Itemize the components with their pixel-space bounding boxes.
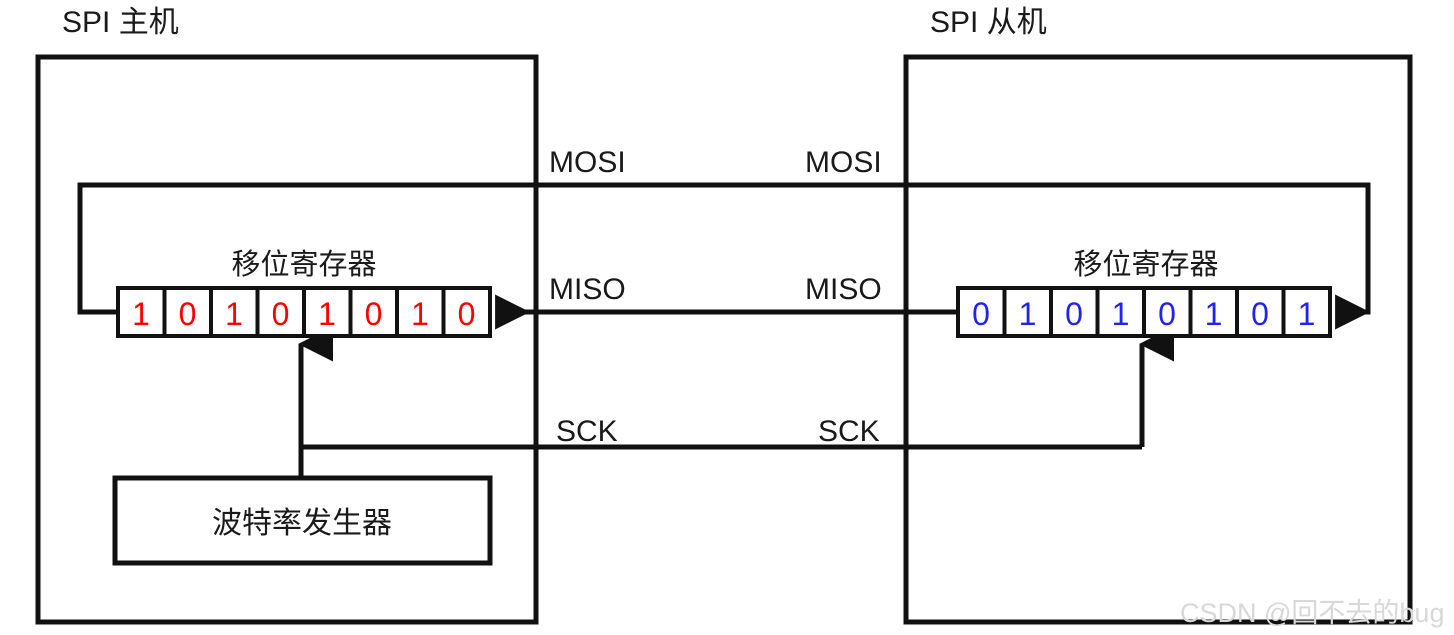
sck-label-left: SCK (556, 415, 618, 448)
miso-label-left: MISO (549, 273, 626, 306)
register-bit: 0 (272, 296, 290, 332)
slave-chip-outline (903, 54, 1413, 625)
slave-title: SPI 从机 (930, 6, 1047, 39)
register-bit: 1 (1298, 296, 1316, 332)
slave-mosi-loop (908, 182, 1371, 330)
miso-label-right: MISO (805, 273, 882, 306)
register-bit: 0 (1158, 296, 1176, 332)
register-cell (956, 286, 1007, 338)
register-bit: 1 (1205, 296, 1223, 332)
baud-generator-label: 波特率发生器 (212, 507, 392, 540)
master-title: SPI 主机 (62, 6, 179, 39)
mosi-wire (77, 182, 908, 315)
register-cell (162, 286, 213, 338)
register-bit: 0 (1065, 296, 1083, 332)
sck-label-right: SCK (818, 415, 880, 448)
register-bit: 1 (1112, 296, 1130, 332)
slave-shift-register: 0 1 0 1 0 1 0 1 (956, 286, 1332, 338)
register-cell (441, 286, 492, 338)
register-cell (1095, 286, 1146, 338)
register-bit: 1 (1019, 296, 1037, 332)
slave-register-title: 移位寄存器 (1073, 248, 1218, 281)
register-bit: 1 (318, 296, 336, 332)
register-bit: 0 (365, 296, 383, 332)
mosi-label-left: MOSI (549, 146, 626, 179)
register-bit: 1 (132, 296, 150, 332)
master-register-title: 移位寄存器 (231, 248, 376, 281)
mosi-label-right: MOSI (805, 146, 882, 179)
register-cell (1142, 286, 1193, 338)
register-bit: 0 (458, 296, 476, 332)
register-bit: 1 (411, 296, 429, 332)
register-bit: 0 (972, 296, 990, 332)
register-bit: 0 (1251, 296, 1269, 332)
register-cell (1188, 286, 1239, 338)
csdn-watermark: CSDN @回不去的bug (1180, 598, 1444, 628)
master-shift-register: 1 0 1 0 1 0 1 0 (116, 286, 492, 338)
master-chip-outline (35, 54, 539, 625)
register-bit: 1 (225, 296, 243, 332)
baud-generator-box (112, 475, 493, 566)
register-cell (1281, 286, 1332, 338)
register-bit: 0 (179, 296, 197, 332)
